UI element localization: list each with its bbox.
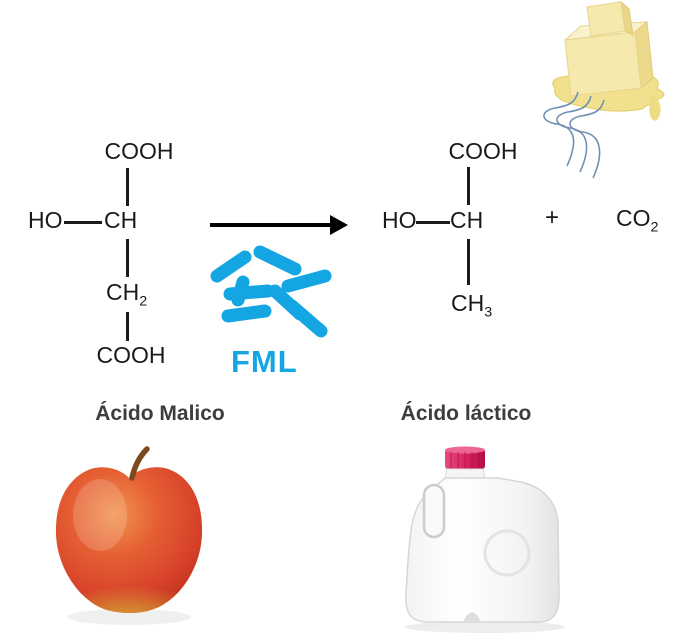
bond-line	[467, 239, 470, 285]
apple-shadow	[67, 609, 191, 625]
co2-base: CO	[616, 205, 651, 231]
co2-subscript: 2	[650, 219, 659, 236]
jug-bottom-notch	[463, 612, 481, 622]
acido-malico-label: Ácido Malico	[95, 402, 225, 425]
arrow-shaft	[210, 223, 332, 227]
apple-image	[55, 446, 203, 625]
arrow-head	[330, 215, 348, 235]
milk-jug-image	[405, 446, 565, 633]
ch3-subscript: 3	[484, 304, 493, 321]
jug-circle-imprint	[483, 529, 531, 577]
ch2-base: CH	[106, 279, 140, 305]
apple-yellow-patch	[61, 569, 197, 614]
jug-shadow	[405, 621, 565, 633]
fml-label: FML	[231, 344, 298, 379]
aroma-waves-icon	[543, 91, 605, 179]
bacteria-cluster-icon	[210, 245, 332, 338]
butter-block-small	[585, 0, 634, 37]
butter-drip	[649, 94, 661, 121]
ch3-label: CH3	[451, 290, 492, 319]
cooh-top-label: COOH	[104, 138, 174, 164]
ch2-label: CH2	[106, 279, 147, 308]
bond-line	[126, 168, 129, 206]
bond-line	[467, 167, 470, 205]
bond-line	[64, 221, 102, 224]
co2-label: CO2	[616, 205, 658, 234]
cooh-label: COOH	[448, 138, 518, 164]
jug-neck	[444, 468, 486, 479]
ch2-subscript: 2	[139, 293, 148, 310]
jug-cap	[445, 446, 485, 469]
plus-sign: +	[545, 204, 560, 231]
ch-label: CH	[450, 207, 484, 233]
hydroxyl-label: HO	[382, 207, 417, 233]
bond-line	[126, 239, 129, 277]
apple-highlight	[73, 479, 127, 551]
bond-line	[126, 312, 129, 341]
ch3-base: CH	[451, 290, 485, 316]
ch-label: CH	[104, 207, 138, 233]
jug-handle	[422, 483, 446, 539]
cooh-bottom-label: COOH	[96, 342, 166, 368]
apple-stem	[129, 446, 150, 481]
melting-butter-image	[543, 0, 665, 179]
bond-line	[416, 221, 450, 224]
acido-lactico-label: Ácido láctico	[400, 402, 532, 425]
hydroxyl-label: HO	[28, 207, 63, 233]
